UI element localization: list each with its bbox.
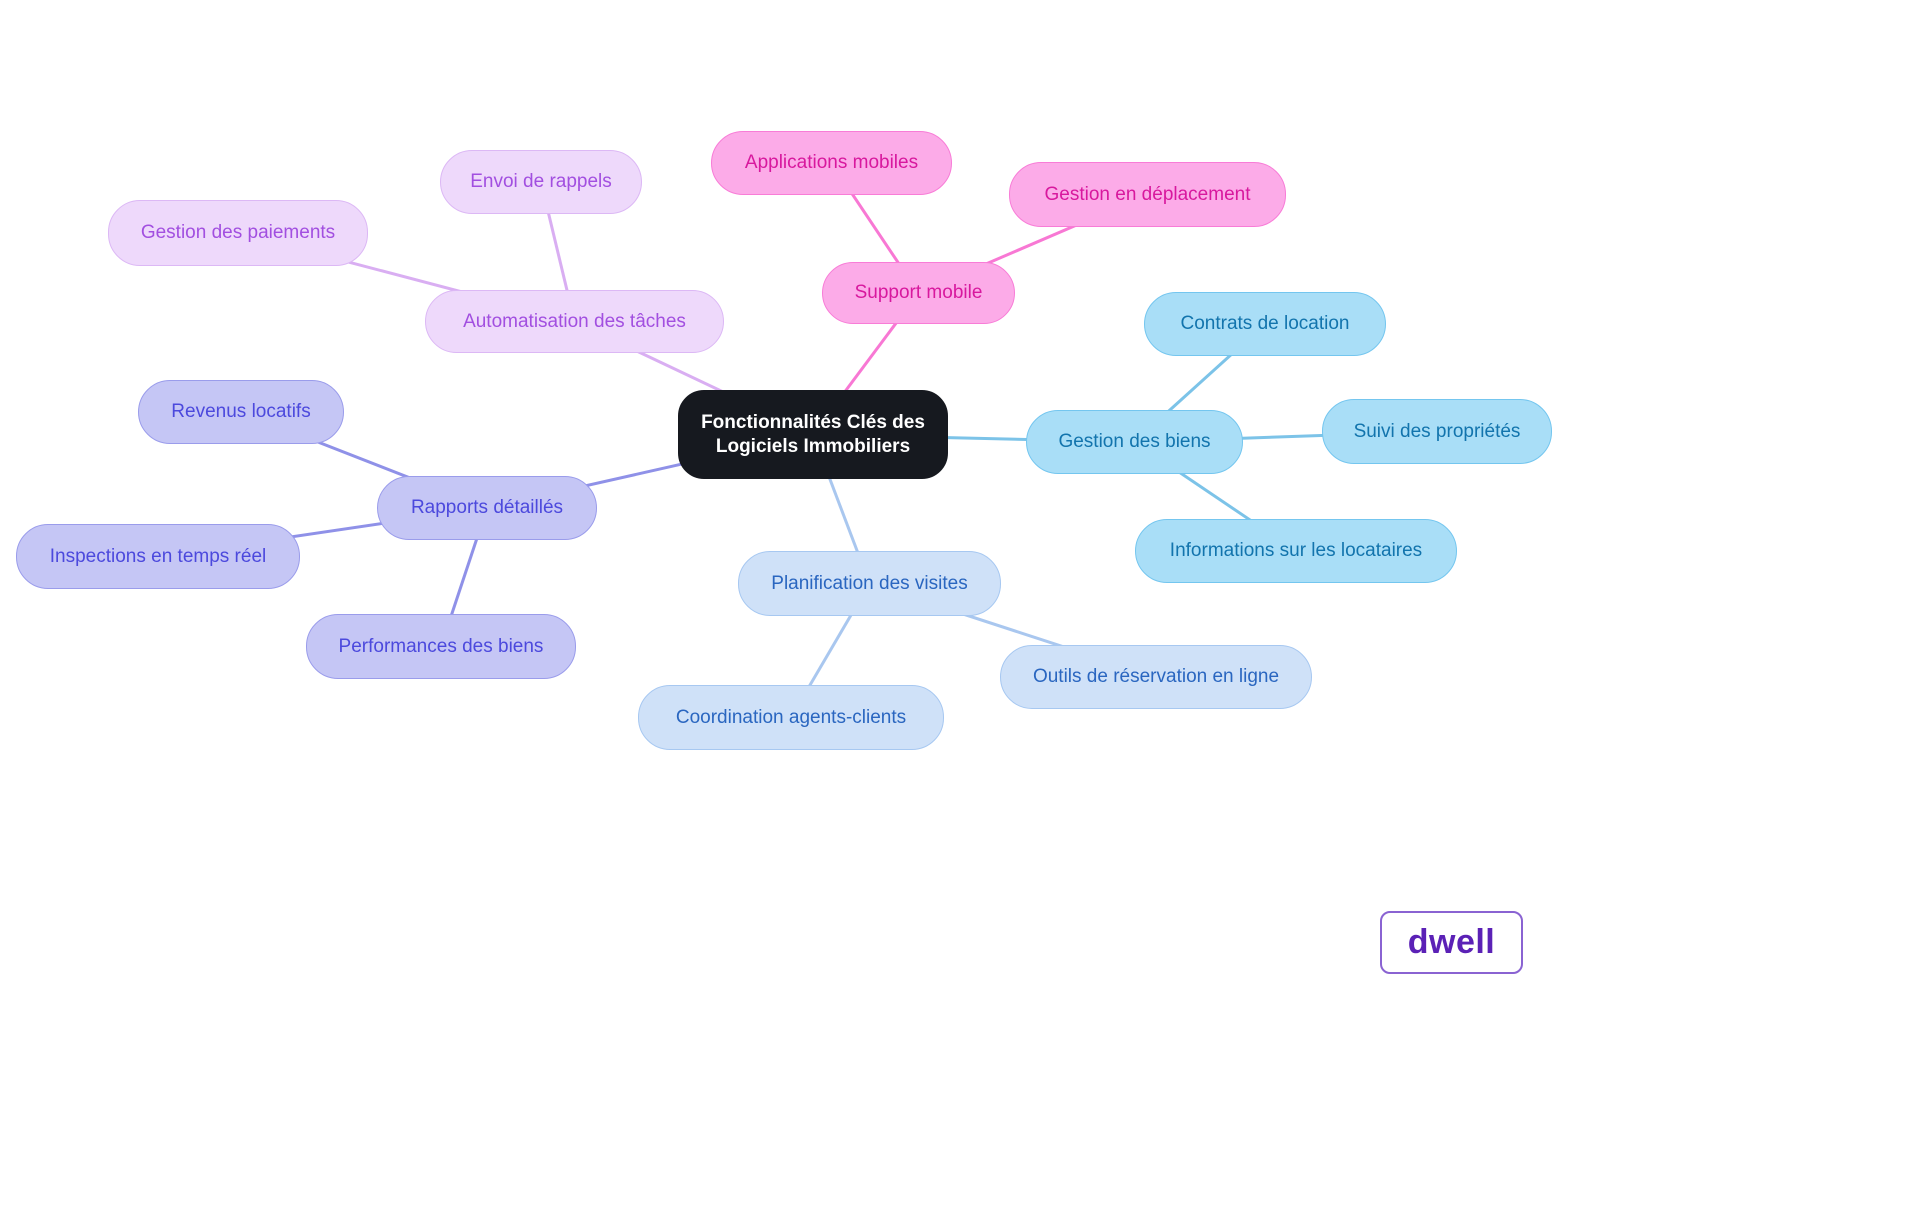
node-label: Inspections en temps réel xyxy=(49,545,267,567)
node-label: Planification des visites xyxy=(771,572,968,594)
mindmap-node-outils[interactable]: Outils de réservation en ligne xyxy=(1000,645,1312,709)
mindmap-node-automatisation[interactable]: Automatisation des tâches xyxy=(425,290,724,353)
mindmap-node-paiements[interactable]: Gestion des paiements xyxy=(108,200,368,266)
mindmap-node-deplacement[interactable]: Gestion en déplacement xyxy=(1009,162,1286,227)
node-label: Gestion des paiements xyxy=(140,222,336,244)
node-label: Envoi de rappels xyxy=(470,171,612,193)
mindmap-node-contrats[interactable]: Contrats de location xyxy=(1144,292,1386,356)
node-label: Coordination agents-clients xyxy=(675,706,907,728)
node-label: Automatisation des tâches xyxy=(463,310,686,332)
mindmap-node-rapports[interactable]: Rapports détaillés xyxy=(377,476,597,540)
mindmap-node-locataires[interactable]: Informations sur les locataires xyxy=(1135,519,1457,583)
node-label: Outils de réservation en ligne xyxy=(1032,666,1280,688)
mindmap-node-suivi[interactable]: Suivi des propriétés xyxy=(1322,399,1552,464)
mindmap-node-planification[interactable]: Planification des visites xyxy=(738,551,1001,616)
node-label: Rapports détaillés xyxy=(410,497,564,519)
dwell-logo-text: dwell xyxy=(1407,923,1496,961)
node-label: Gestion des biens xyxy=(1058,431,1211,453)
node-label: Contrats de location xyxy=(1180,313,1350,335)
dwell-logo[interactable]: dwell xyxy=(1380,911,1523,974)
mindmap-node-support[interactable]: Support mobile xyxy=(822,262,1015,324)
mindmap-node-applications[interactable]: Applications mobiles xyxy=(711,131,952,195)
node-label: Fonctionnalités Clés des Logiciels Immob… xyxy=(701,411,925,457)
central-node[interactable]: Fonctionnalités Clés des Logiciels Immob… xyxy=(678,390,948,479)
mindmap-node-biens[interactable]: Gestion des biens xyxy=(1026,410,1243,474)
mindmap-node-inspections[interactable]: Inspections en temps réel xyxy=(16,524,300,589)
node-label: Informations sur les locataires xyxy=(1169,540,1423,562)
node-label: Revenus locatifs xyxy=(171,401,311,423)
node-label: Performances des biens xyxy=(338,635,544,657)
node-label: Suivi des propriétés xyxy=(1353,420,1521,442)
mindmap-node-coordination[interactable]: Coordination agents-clients xyxy=(638,685,944,750)
node-label: Applications mobiles xyxy=(744,152,919,174)
mindmap-node-revenus[interactable]: Revenus locatifs xyxy=(138,380,344,444)
node-label: Gestion en déplacement xyxy=(1044,183,1251,205)
mindmap-node-envoi[interactable]: Envoi de rappels xyxy=(440,150,642,214)
node-label: Support mobile xyxy=(854,282,983,304)
mindmap-node-performances[interactable]: Performances des biens xyxy=(306,614,576,679)
